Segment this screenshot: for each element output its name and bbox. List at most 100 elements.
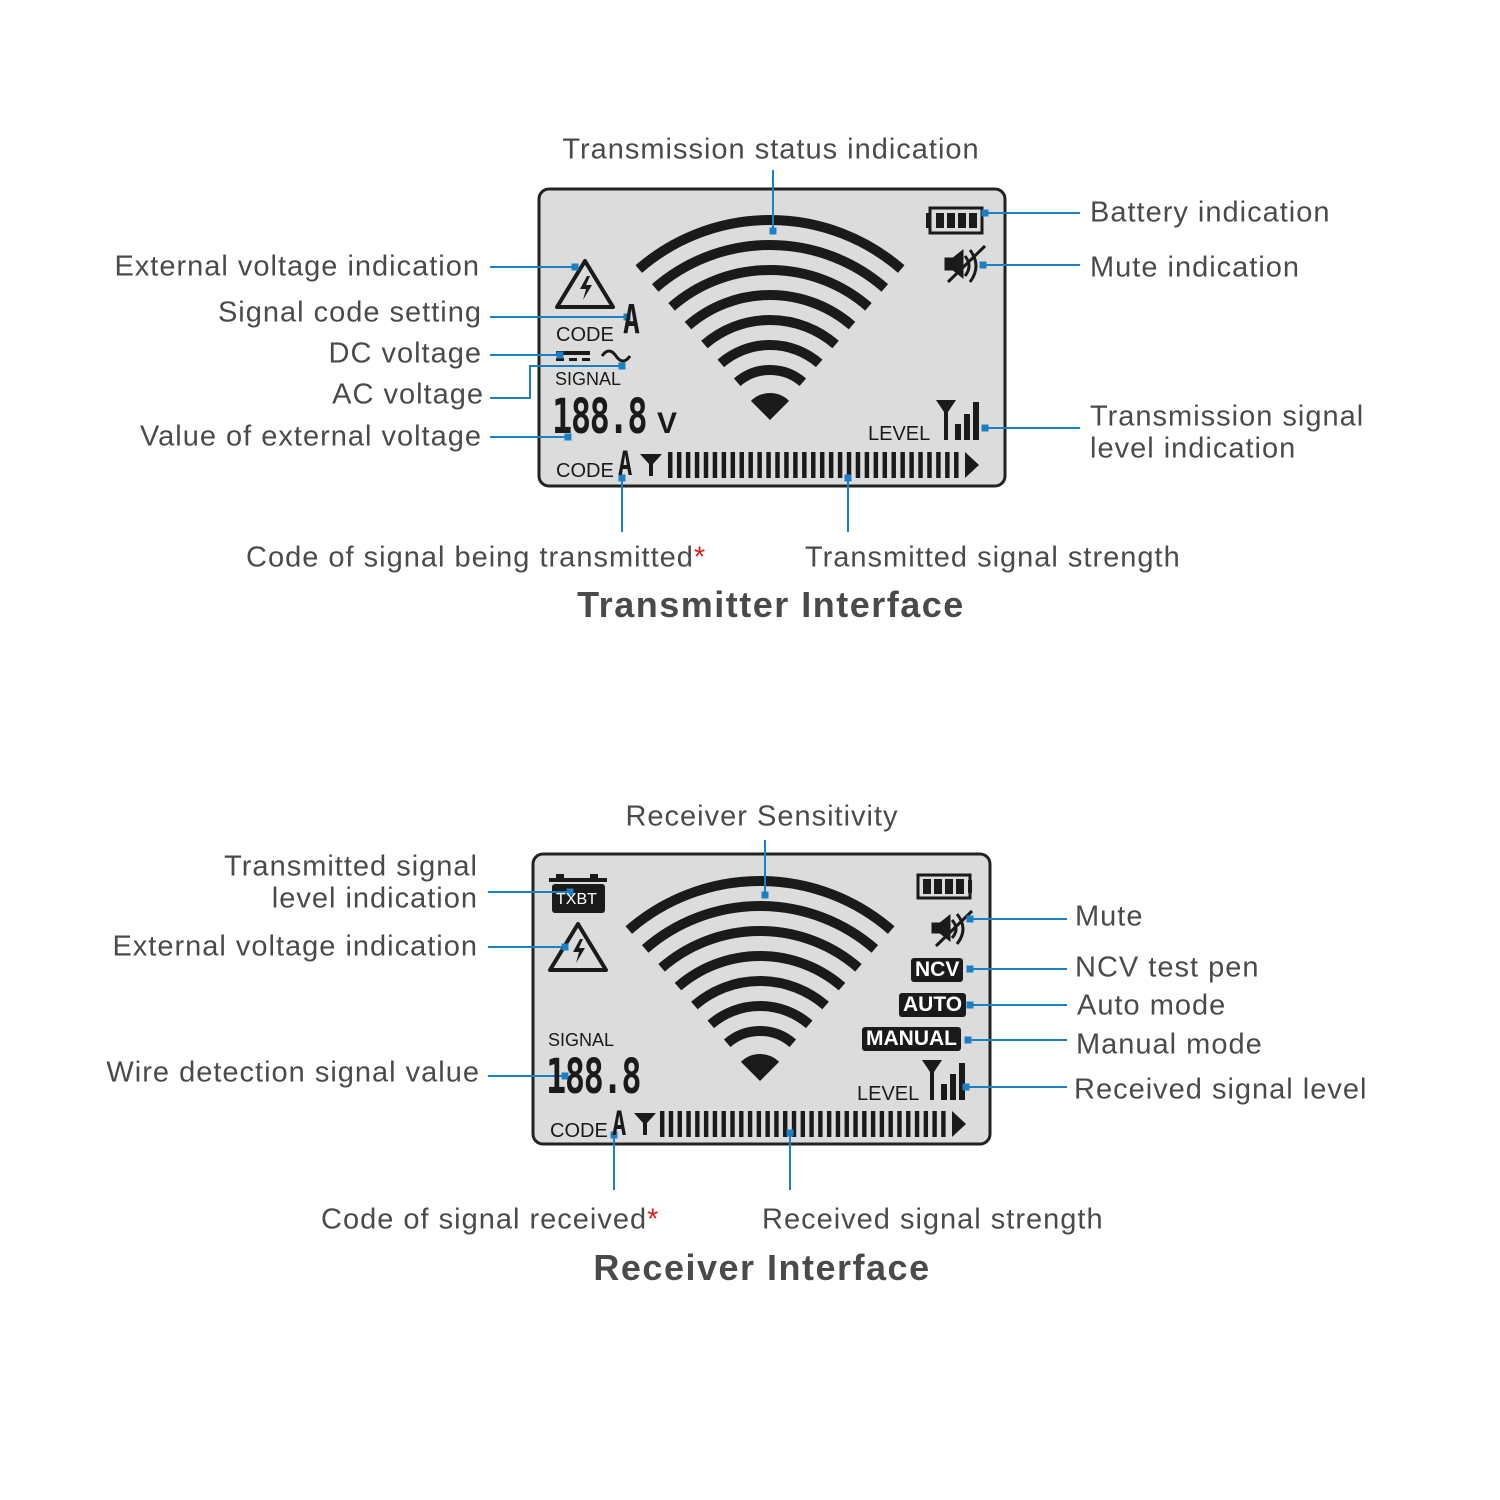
strength-bar-segment	[870, 1111, 876, 1137]
label-auto-mode: Auto mode	[1077, 989, 1227, 1022]
receiver-sensitivity-arcs	[625, 876, 895, 1081]
label-transmitted-strength: Transmitted signal strength	[805, 541, 1181, 574]
strength-bar-segment	[837, 452, 843, 478]
strength-bar-segment	[923, 1111, 929, 1137]
strength-bar-segment	[873, 452, 879, 478]
leader-dot	[786, 1129, 794, 1137]
signal-arc	[717, 340, 823, 368]
strength-bar-segment	[835, 1111, 841, 1137]
strength-bar-segment	[730, 1111, 735, 1137]
lcd-transmitted-code-digit: A	[618, 444, 633, 484]
received-strength-bargraph	[660, 1111, 966, 1137]
label-wire-detection-value: Wire detection signal value	[106, 1056, 480, 1089]
leader-dot	[566, 888, 574, 896]
strength-bar-segment	[802, 452, 807, 478]
label-receiver-sensitivity: Receiver Sensitivity	[625, 800, 899, 833]
strength-bar-segment	[668, 1111, 674, 1137]
strength-bar-segment	[694, 452, 700, 478]
signal-wedge	[740, 1054, 780, 1081]
strength-bar-segment	[826, 1111, 832, 1137]
strength-bar-segment	[791, 1111, 797, 1137]
strength-bar-segment	[712, 452, 718, 478]
leader-dot	[561, 943, 569, 951]
label-transmission-signal-level-2: level indication	[1090, 432, 1297, 465]
strength-bar-segment	[676, 452, 682, 478]
leader-dot	[618, 474, 626, 482]
strength-bar-segment	[936, 452, 941, 478]
strength-bar-segment	[730, 452, 736, 478]
strength-bar-segment	[818, 1111, 823, 1137]
leader-dot	[966, 965, 974, 973]
leader-dot	[610, 1131, 618, 1139]
label-received-signal-level: Received signal level	[1074, 1073, 1368, 1106]
label-external-voltage-value: Value of external voltage	[139, 420, 482, 453]
signal-arc	[701, 315, 839, 349]
signal-arc	[651, 240, 889, 292]
strength-bar-segment	[879, 1111, 885, 1137]
lcd-code-label: CODE	[550, 1120, 608, 1142]
lcd-code-setting-digit: A	[623, 297, 640, 343]
transmitted-strength-bargraph	[668, 452, 979, 478]
leader-dot	[844, 474, 852, 482]
lcd-voltage-digits: 188.8	[552, 389, 648, 445]
label-dc-voltage: DC voltage	[328, 337, 482, 370]
asterisk-mark: *	[693, 541, 707, 574]
leader-dot	[618, 362, 626, 370]
strength-bar-segment	[739, 452, 744, 478]
mute-icon	[931, 909, 974, 948]
strength-bar-segment	[846, 452, 852, 478]
signal-arc	[635, 215, 905, 273]
label-tx-signal-level-1: Transmitted signal	[224, 850, 478, 883]
strength-bar-segment	[811, 452, 816, 478]
signal-arc	[691, 976, 829, 1010]
lcd-txbt-text: TXBT	[556, 891, 597, 908]
strength-bar-segment	[918, 452, 923, 478]
auto-badge: AUTO	[899, 993, 967, 1017]
leader-dot	[561, 1072, 569, 1080]
strength-bar-segment	[828, 452, 834, 478]
label-ac-voltage: AC voltage	[332, 378, 484, 411]
ncv-badge: NCV	[911, 958, 964, 982]
strength-bar-segment	[775, 452, 780, 478]
strength-bar-segment	[686, 1111, 691, 1137]
strength-bar-segment	[784, 452, 789, 478]
strength-bar-segment	[927, 452, 932, 478]
strength-bar-segment	[712, 1111, 718, 1137]
strength-bar-segment	[909, 452, 914, 478]
battery-icon	[916, 873, 972, 900]
leader-dot	[564, 433, 572, 441]
leader-dot	[571, 263, 579, 271]
label-code-transmitted-text: Code of signal being transmitted	[246, 541, 694, 574]
battery-icon	[926, 206, 984, 235]
label-transmission-status: Transmission status indication	[562, 133, 980, 166]
leader-dots	[556, 209, 989, 1139]
mute-icon	[944, 244, 987, 284]
strength-bar-segment	[756, 1111, 762, 1137]
label-mute: Mute	[1075, 900, 1144, 933]
label-code-transmitted: Code of signal being transmitted*	[246, 541, 707, 574]
strength-bar-segment	[703, 452, 709, 478]
strength-bar-segment	[819, 452, 825, 478]
signal-arc	[707, 1001, 813, 1029]
strength-bar-segment	[945, 452, 950, 478]
strength-arrow-icon	[965, 452, 979, 478]
strength-bar-segment	[766, 452, 771, 478]
strength-bar-segment	[862, 1111, 867, 1137]
strength-bar-segment	[844, 1111, 849, 1137]
lcd-level-label: LEVEL	[857, 1083, 920, 1105]
label-battery-indication: Battery indication	[1090, 196, 1331, 229]
strength-bar-segment	[891, 452, 896, 478]
label-tx-signal-level-2: level indication	[271, 882, 478, 915]
leader-dot	[966, 915, 974, 923]
leader-lines	[488, 170, 1080, 1190]
strength-bar-segment	[888, 1111, 893, 1137]
strength-bar-segment	[882, 452, 888, 478]
strength-bar-segment	[914, 1111, 920, 1137]
strength-bar-segment	[739, 1111, 744, 1137]
label-code-received-text: Code of signal received	[321, 1203, 648, 1236]
leader-dot	[761, 891, 769, 899]
signal-arc	[733, 365, 807, 387]
strength-bar-segment	[897, 1111, 902, 1137]
transmitter-interface-title: Transmitter Interface	[577, 584, 965, 625]
